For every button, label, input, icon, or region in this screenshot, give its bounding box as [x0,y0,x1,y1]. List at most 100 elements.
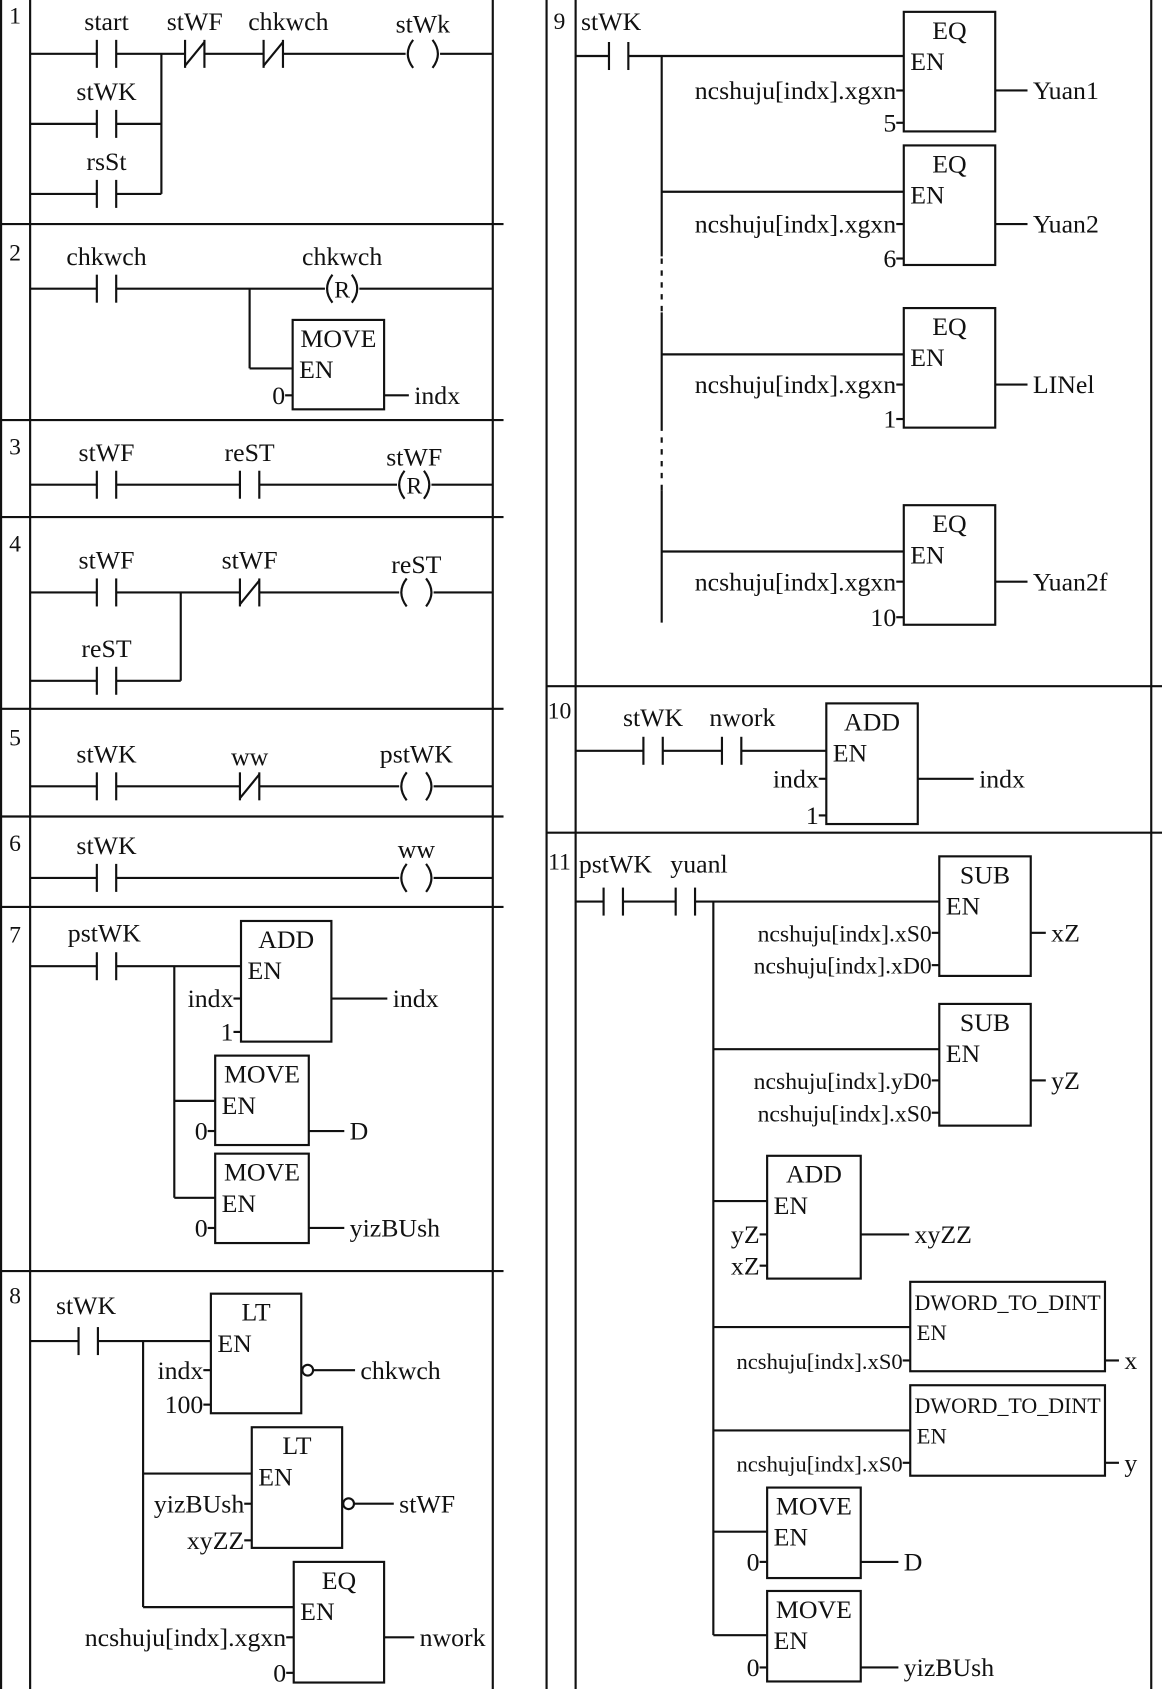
contact-gap [96,120,117,128]
function-block [902,144,997,267]
contact-label: yuanl [670,849,727,878]
block-output: x [1124,1346,1137,1375]
block-input: ncshuju[indx].xS0 [736,1349,902,1374]
contact-label: stWK [76,831,137,860]
coil [399,863,434,893]
contact-gap [96,285,117,292]
block-en-label: EN [299,355,334,384]
no-contact [238,470,261,499]
coil [397,470,432,500]
block-input: 0 [747,1547,760,1576]
nc-slash [262,41,284,67]
contact-label: stWK [623,703,684,732]
function-block [766,1486,862,1580]
coil-label: stWk [396,9,451,38]
coil-left-arc [400,771,408,801]
block-input: xyZZ [187,1526,244,1555]
function-block [250,1426,344,1549]
block-input: ncshuju[indx].xgxn [695,76,897,105]
block-input: indx [157,1356,203,1385]
block-type: DWORD_TO_DINT [915,1290,1101,1315]
contact-gap [608,52,629,60]
block-output: stWF [399,1489,455,1518]
block-en-label: EN [774,1191,809,1220]
rung-number: 11 [548,849,571,875]
block-type: EQ [932,16,967,45]
block-en-label: EN [222,1189,257,1218]
block-en-label: EN [910,47,945,76]
block-type: EQ [932,509,967,538]
coil [324,274,360,304]
function-block [291,318,386,411]
function-block [902,306,997,429]
block-output: Yuan1 [1033,76,1099,105]
block-en-label: EN [917,1320,947,1345]
block-type: SUB [960,860,1010,889]
contact-label: chkwch [248,7,328,36]
coil-right-arc [425,863,433,893]
no-contact [95,39,118,68]
coil-left-arc [398,470,406,500]
block-input: ncshuju[indx].xS0 [758,1101,932,1127]
contact-label: stWF [79,546,135,575]
rung-number: 1 [9,4,21,30]
block-type: LT [282,1431,311,1460]
block-en-label: EN [247,956,282,985]
block-en-label: EN [946,1039,981,1068]
function-block [239,919,333,1043]
block-input: 1 [883,405,896,434]
rung-number: 10 [548,698,572,724]
contact-gap [96,874,117,882]
contact-gap [96,962,117,970]
block-en-label: EN [833,739,868,768]
coil-gap [397,481,432,488]
coil-label: pstWK [380,740,453,769]
block-input: 100 [165,1390,204,1419]
coil-left-arc [326,274,334,304]
block-type: MOVE [300,324,376,353]
no-contact [77,1327,99,1356]
block-output: D [904,1547,923,1576]
block-input: 0 [273,1658,286,1687]
function-block [292,1560,386,1684]
no-contact [95,470,118,499]
coil-label: chkwch [302,242,382,271]
no-contact [607,42,630,71]
no-contact [95,109,118,138]
no-contact [95,666,118,695]
rung-number: 3 [9,435,21,461]
contact-gap [603,898,623,905]
contact-label: ww [231,742,269,771]
contact-gap [721,747,742,755]
contact-label: stWK [581,7,642,36]
block-input: ncshuju[indx].xS0 [736,1451,902,1476]
block-type: DWORD_TO_DINT [915,1393,1101,1418]
negation-circle [301,1363,315,1377]
block-type: LT [241,1298,270,1327]
block-output: LINel [1033,370,1095,399]
block-en-label: EN [774,1626,809,1655]
contact-gap [96,50,117,58]
block-input: 0 [272,381,285,410]
contact-gap [643,747,663,755]
function-block [909,1384,1107,1477]
block-input: ncshuju[indx].yD0 [754,1069,932,1095]
block-en-label: EN [917,1423,947,1448]
block-type: EQ [322,1566,357,1595]
contact-label: chkwch [66,242,146,271]
nc-slash [184,41,206,67]
block-type: MOVE [776,1595,852,1624]
nc-slash [239,773,261,799]
block-output: D [350,1117,369,1146]
nc-contact [262,39,285,68]
no-contact [642,736,664,765]
block-input: ncshuju[indx].xgxn [85,1623,287,1652]
contact-label: stWK [76,77,137,106]
block-input: 0 [195,1214,208,1243]
nc-contact [183,39,206,68]
coil-left-arc [400,863,408,893]
components-layer [77,10,1107,1684]
block-type: ADD [786,1160,842,1189]
